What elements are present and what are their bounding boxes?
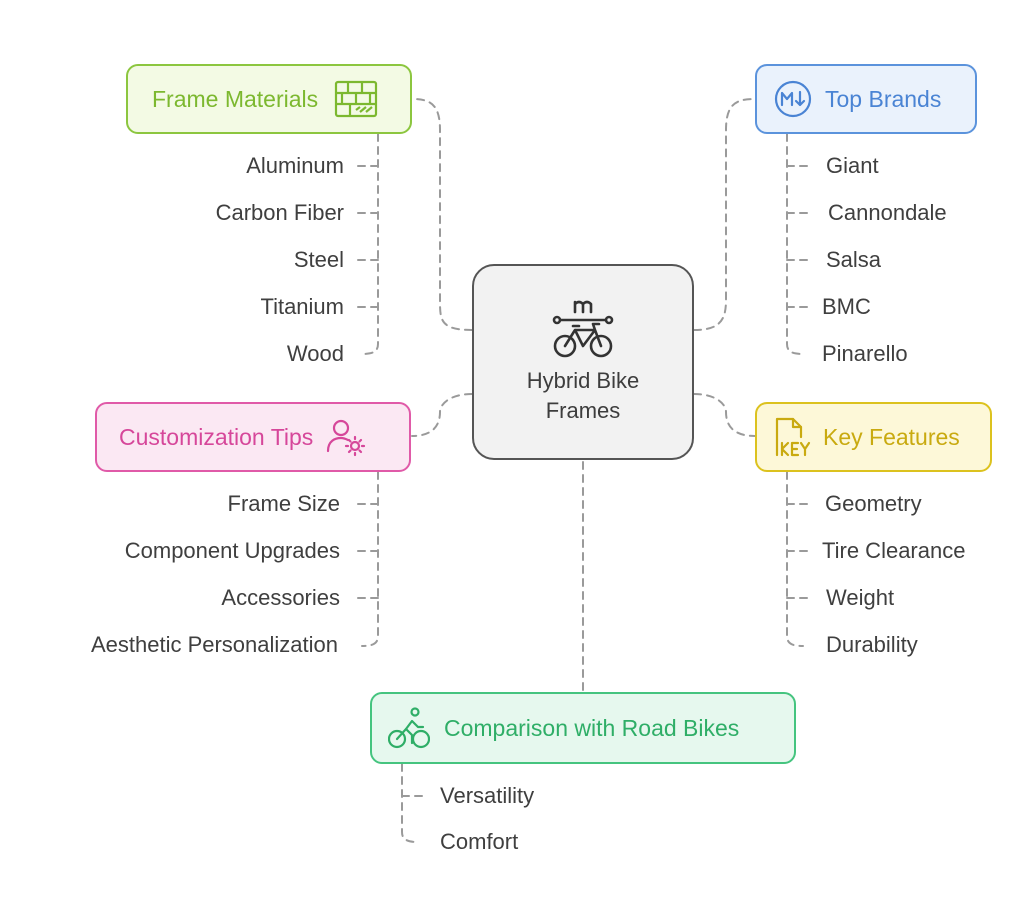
- branch-customization-tips[interactable]: Customization Tips: [95, 402, 411, 472]
- branch-frame-materials[interactable]: Frame Materials: [126, 64, 412, 134]
- brick-wall-icon: [335, 80, 378, 118]
- customization-item-2: Accessories: [221, 585, 340, 610]
- branch-comparison-road-bikes[interactable]: Comparison with Road Bikes: [370, 692, 796, 764]
- customization-item-0: Frame Size: [227, 491, 340, 516]
- cyclist-icon: [388, 707, 430, 749]
- connector-center-customization: [411, 393, 473, 437]
- frame-materials-item-3: Titanium: [260, 294, 344, 319]
- key-features-item-1: Tire Clearance: [822, 538, 966, 563]
- customization-item-1: Component Upgrades: [124, 538, 340, 563]
- frame-materials-item-2: Steel: [293, 247, 344, 272]
- branch-label-customization-tips: Customization Tips: [119, 423, 314, 450]
- markdown-download-icon: [774, 80, 812, 118]
- branch-label-comparison: Comparison with Road Bikes: [444, 714, 740, 741]
- spine-customization: [361, 471, 379, 647]
- spine-comparison: [401, 763, 419, 843]
- top-brands-item-2: Salsa: [826, 247, 882, 272]
- center-node-hybrid-bike-frames[interactable]: Hybrid Bike Frames: [472, 264, 694, 460]
- branch-key-features[interactable]: Key Features: [755, 402, 992, 472]
- branch-label-key-features: Key Features: [823, 423, 960, 450]
- spine-frame-materials: [361, 133, 379, 355]
- connector-center-frame-materials: [411, 98, 473, 331]
- frame-materials-item-4: Wood: [286, 341, 344, 366]
- branch-label-top-brands: Top Brands: [825, 85, 942, 112]
- top-brands-item-1: Cannondale: [828, 200, 947, 225]
- branch-top-brands[interactable]: Top Brands: [755, 64, 977, 134]
- user-settings-icon: [327, 419, 366, 457]
- frame-materials-item-1: Carbon Fiber: [215, 200, 344, 225]
- center-title: Hybrid Bike Frames: [526, 368, 640, 423]
- bicycle-icon: [552, 300, 614, 358]
- key-features-item-2: Weight: [826, 585, 895, 610]
- top-brands-item-0: Giant: [826, 153, 879, 178]
- top-brands-item-4: Pinarello: [822, 341, 908, 366]
- connector-center-top-brands: [693, 98, 756, 331]
- branch-label-frame-materials: Frame Materials: [152, 85, 319, 112]
- top-brands-item-3: BMC: [822, 294, 871, 319]
- connector-center-key-features: [693, 393, 756, 437]
- comparison-item-1: Comfort: [440, 829, 519, 854]
- comparison-item-0: Versatility: [440, 783, 535, 808]
- key-file-icon: [775, 417, 811, 457]
- customization-item-3: Aesthetic Personalization: [90, 632, 338, 657]
- frame-materials-item-0: Aluminum: [246, 153, 344, 178]
- key-features-item-0: Geometry: [825, 491, 922, 516]
- key-features-item-3: Durability: [826, 632, 918, 657]
- spine-key-features: [786, 471, 804, 647]
- spine-top-brands: [786, 133, 804, 355]
